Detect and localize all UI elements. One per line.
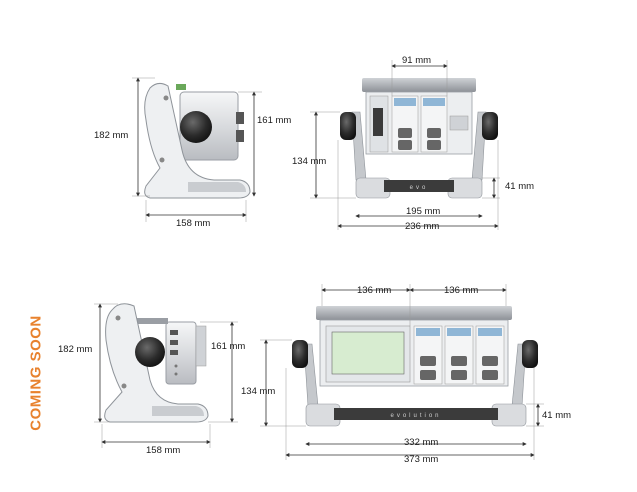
bottom-front-view: evolution: [292, 306, 538, 427]
bottom-front-left-module-label: 136 mm: [357, 285, 391, 296]
top-front-view: evo: [340, 78, 498, 199]
top-front-height-label: 134 mm: [292, 156, 326, 167]
bottom-base-brand: evolution: [390, 413, 441, 419]
top-side-depth-label: 158 mm: [176, 218, 210, 229]
bottom-side-depth-label: 158 mm: [146, 445, 180, 456]
top-side-view: [144, 82, 251, 199]
top-front-module-label: 91 mm: [402, 55, 431, 66]
top-side-body-label: 161 mm: [257, 115, 291, 126]
bottom-front-right-module-label: 136 mm: [444, 285, 478, 296]
bottom-side-dimensions: 182 mm 161 mm 158 mm: [58, 303, 245, 456]
top-side-dimensions: 182 mm 161 mm 158 mm: [94, 77, 291, 229]
top-side-height-label: 182 mm: [94, 130, 128, 141]
bottom-front-inner-label: 332 mm: [404, 437, 438, 448]
bottom-front-dimensions: 136 mm 136 mm 134 mm 41 mm 332 mm 373 mm: [241, 284, 571, 465]
top-front-foot-label: 41 mm: [505, 181, 534, 192]
top-base-brand: evo: [410, 185, 429, 191]
bottom-front-outer-label: 373 mm: [404, 454, 438, 465]
top-front-dimensions: 91 mm 134 mm 41 mm 195 mm 236 mm: [292, 55, 534, 232]
bottom-front-height-label: 134 mm: [241, 386, 275, 397]
top-front-inner-label: 195 mm: [406, 206, 440, 217]
bottom-front-foot-label: 41 mm: [542, 410, 571, 421]
bottom-side-body-label: 161 mm: [211, 341, 245, 352]
bottom-side-view: [104, 303, 209, 423]
top-front-outer-label: 236 mm: [405, 221, 439, 232]
bottom-side-height-label: 182 mm: [58, 344, 92, 355]
